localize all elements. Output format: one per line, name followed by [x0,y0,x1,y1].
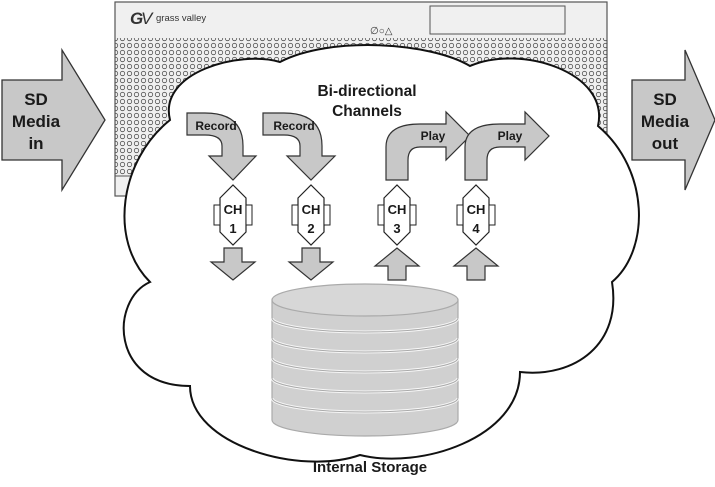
svg-text:Record: Record [273,119,314,133]
svg-text:G: G [130,9,143,28]
play-arrow-ch4: Play [464,110,550,181]
svg-text:Play: Play [421,129,446,143]
svg-text:SD: SD [24,90,48,109]
svg-text:Record: Record [195,119,236,133]
svg-text:in: in [28,134,43,153]
svg-text:CH: CH [388,202,407,217]
svg-text:Media: Media [12,112,61,131]
disk-stack-icon [270,283,460,437]
front-panel-display [429,5,566,35]
svg-text:CH: CH [467,202,486,217]
panel-indicator-icons: ∅○△ [370,26,393,37]
svg-text:2: 2 [307,221,314,236]
svg-text:grass valley: grass valley [156,13,206,24]
sd-media-in-arrow: SD Media in [1,47,106,193]
channel-icon-ch3: CH 3 [377,184,417,246]
svg-text:Media: Media [641,112,690,131]
internal-storage-label: Internal Storage [313,459,427,476]
svg-text:V: V [141,9,154,28]
channel-icon-ch2: CH 2 [291,184,331,246]
down-arrow-ch1 [209,247,257,281]
svg-text:4: 4 [472,221,480,236]
cloud-shape [122,44,640,463]
svg-text:CH: CH [224,202,243,217]
down-arrow-ch2 [287,247,335,281]
play-arrow-ch3: Play [385,110,471,181]
svg-text:SD: SD [653,90,677,109]
record-arrow-ch2: Record [262,112,337,181]
channel-icon-ch4: CH 4 [456,184,496,246]
svg-text:out: out [652,134,679,153]
up-arrow-ch4 [452,247,500,281]
channels-title-line1: Bi-directional [317,83,416,100]
channels-title-line2: Channels [332,103,402,120]
sd-media-out-arrow: SD Media out [631,49,715,191]
grass-valley-logo: G V grass valley [130,9,206,28]
channel-icon-ch1: CH 1 [213,184,253,246]
svg-text:1: 1 [229,221,236,236]
svg-text:3: 3 [393,221,400,236]
record-arrow-ch1: Record [186,112,258,181]
up-arrow-ch3 [373,247,421,281]
svg-text:Play: Play [498,129,523,143]
svg-text:CH: CH [302,202,321,217]
